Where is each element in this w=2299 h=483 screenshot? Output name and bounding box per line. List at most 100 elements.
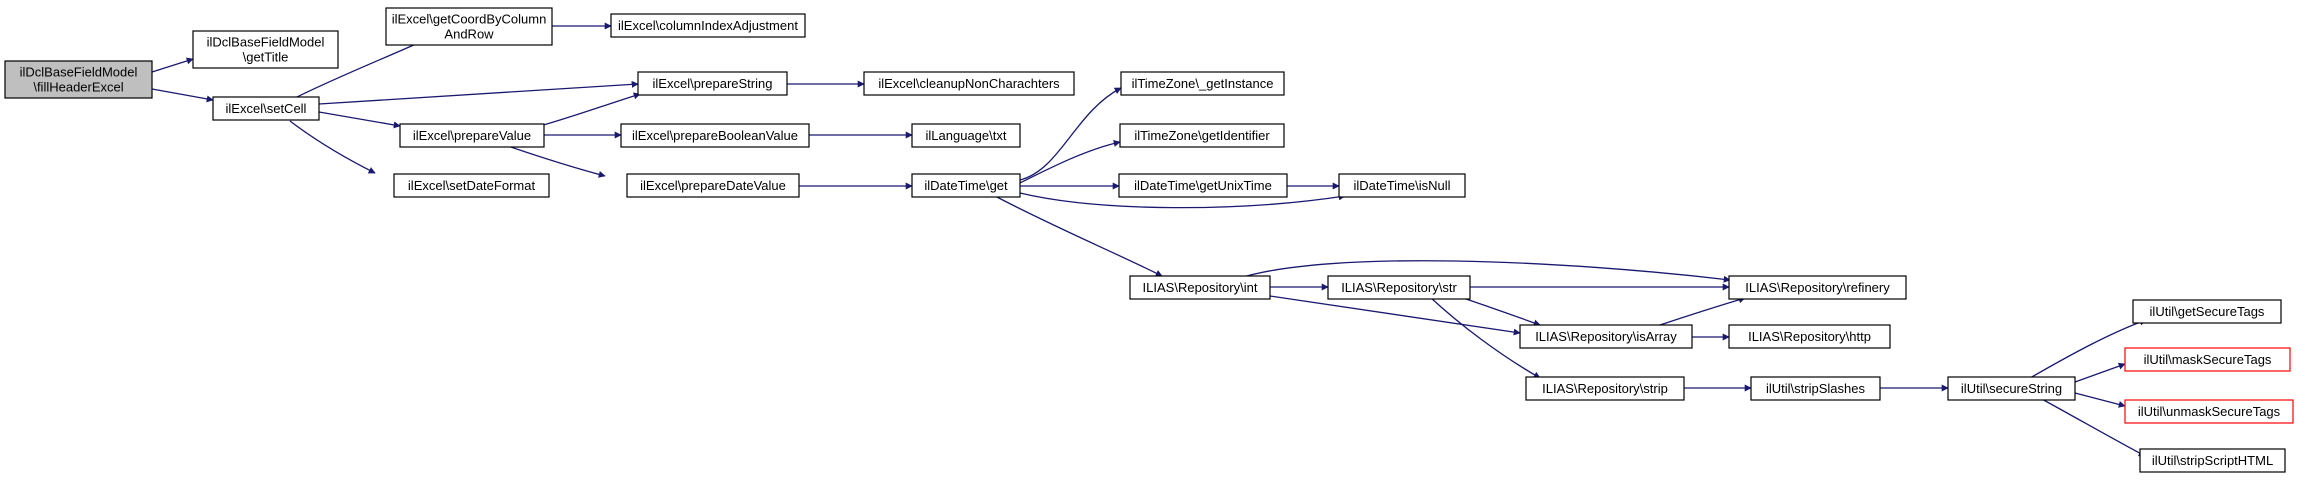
node-setcell[interactable]: ilExcel\setCell: [212, 96, 320, 121]
node-box: [911, 173, 1021, 198]
edge-repostr-repoisarr: [1459, 296, 1541, 327]
node-label: ilExcel\prepareBooleanValue: [632, 128, 798, 143]
node-label: ILIAS\Repository\int: [1143, 280, 1258, 295]
node-label: ilExcel\prepareString: [653, 76, 773, 91]
node-label: ilUtil\maskSecureTags: [2144, 352, 2272, 367]
node-prepbool[interactable]: ilExcel\prepareBooleanValue: [620, 123, 810, 148]
node-colidx[interactable]: ilExcel\columnIndexAdjustment: [610, 13, 806, 38]
node-label: ilUtil\stripSlashes: [1766, 381, 1865, 396]
node-box: [4, 60, 153, 99]
nodes: ilDclBaseFieldModel\fillHeaderExcel ilDc…: [4, 7, 2294, 473]
node-label: ilDclBaseFieldModel: [207, 35, 325, 50]
node-unixtime[interactable]: ilDateTime\getUnixTime: [1118, 173, 1288, 198]
edge-dtget-tzinst: [1019, 87, 1122, 181]
node-label: ilExcel\prepareDateValue: [640, 178, 786, 193]
edge-repoisarr-reporef: [1659, 296, 1746, 326]
node-box: [393, 173, 550, 198]
node-label: ILIAS\Repository\http: [1748, 329, 1871, 344]
edge-dtget-repoint: [994, 195, 1163, 277]
edge-dtget-tzid: [1019, 139, 1121, 184]
node-box: [863, 71, 1075, 96]
node-label: ilExcel\cleanupNonCharachters: [878, 76, 1060, 91]
node-tzinst[interactable]: ilTimeZone\_getInstance: [1120, 71, 1285, 96]
node-root[interactable]: ilDclBaseFieldModel\fillHeaderExcel: [4, 60, 153, 99]
node-tzid[interactable]: ilTimeZone\getIdentifier: [1119, 123, 1285, 148]
node-label: ilTimeZone\getIdentifier: [1134, 128, 1270, 143]
node-prepstr[interactable]: ilExcel\prepareString: [637, 71, 788, 96]
node-box: [626, 173, 800, 198]
node-box: [1327, 275, 1471, 300]
node-box: [1119, 123, 1285, 148]
node-label: ilUtil\unmaskSecureTags: [2138, 404, 2281, 419]
node-box: [1750, 376, 1881, 401]
node-stripsl[interactable]: ilUtil\stripSlashes: [1750, 376, 1881, 401]
node-box: [385, 7, 553, 46]
node-box: [1519, 324, 1693, 349]
node-label: ILIAS\Repository\refinery: [1745, 280, 1890, 295]
node-label: \getTitle: [243, 50, 289, 65]
node-label: ilExcel\columnIndexAdjustment: [618, 18, 798, 33]
node-box: [1525, 376, 1685, 401]
node-label: ilDclBaseFieldModel: [20, 65, 138, 80]
node-prepval[interactable]: ilExcel\prepareValue: [399, 123, 545, 148]
node-label: ilDateTime\getUnixTime: [1134, 178, 1272, 193]
edge-securestr-stripscript: [2039, 397, 2146, 457]
node-label: ilUtil\getSecureTags: [2150, 304, 2265, 319]
node-label: AndRow: [444, 27, 494, 42]
node-securestr[interactable]: ilUtil\secureString: [1947, 376, 2076, 401]
edge-root-setcell: [151, 88, 214, 103]
edge-prepval-prepstr: [539, 92, 641, 127]
node-label: ILIAS\Repository\isArray: [1535, 329, 1677, 344]
node-box: [911, 123, 1021, 148]
node-box: [610, 13, 806, 38]
node-reporef[interactable]: ILIAS\Repository\refinery: [1728, 275, 1907, 300]
edge-prepval-prepdate: [504, 144, 606, 178]
edge-setcell-getcoord: [294, 39, 426, 99]
node-repoint[interactable]: ILIAS\Repository\int: [1129, 275, 1271, 300]
node-repoisarr[interactable]: ILIAS\Repository\isArray: [1519, 324, 1693, 349]
edge-securestr-unmasksec: [2074, 392, 2126, 408]
node-label: ilTimeZone\_getInstance: [1132, 76, 1274, 91]
node-unmasksec[interactable]: ilUtil\unmaskSecureTags: [2124, 399, 2294, 424]
node-label: ilLanguage\txt: [926, 128, 1007, 143]
node-box: [2132, 299, 2282, 324]
edge-repoint-repoisarr: [1269, 295, 1521, 336]
node-setdatefmt[interactable]: ilExcel\setDateFormat: [393, 173, 550, 198]
node-label: ILIAS\Repository\str: [1341, 280, 1457, 295]
node-label: ilDateTime\isNull: [1353, 178, 1450, 193]
node-langtxt[interactable]: ilLanguage\txt: [911, 123, 1021, 148]
node-box: [1118, 173, 1288, 198]
edge-repoint-reporef: [1239, 260, 1731, 283]
node-repostrip[interactable]: ILIAS\Repository\strip: [1525, 376, 1685, 401]
edges: [151, 22, 2147, 457]
node-label: \fillHeaderExcel: [33, 80, 123, 95]
node-box: [1947, 376, 2076, 401]
node-getsectags[interactable]: ilUtil\getSecureTags: [2132, 299, 2282, 324]
node-repohttp[interactable]: ILIAS\Repository\http: [1728, 324, 1891, 349]
node-box: [2139, 448, 2286, 473]
node-isnull[interactable]: ilDateTime\isNull: [1338, 173, 1466, 198]
node-gettitle[interactable]: ilDclBaseFieldModel\getTitle: [192, 30, 339, 69]
node-repostr[interactable]: ILIAS\Repository\str: [1327, 275, 1471, 300]
node-cleanup[interactable]: ilExcel\cleanupNonCharachters: [863, 71, 1075, 96]
edge-dtget-isnull: [1019, 192, 1346, 209]
node-label: ilExcel\getCoordByColumn: [392, 12, 547, 27]
edge-root-gettitle: [151, 57, 194, 73]
node-stripscript[interactable]: ilUtil\stripScriptHTML: [2139, 448, 2286, 473]
node-box: [192, 30, 339, 69]
node-box: [2124, 399, 2294, 424]
edge-securestr-getsectags: [2029, 318, 2147, 379]
node-box: [2124, 347, 2291, 372]
node-box: [1129, 275, 1271, 300]
node-masksec[interactable]: ilUtil\maskSecureTags: [2124, 347, 2291, 372]
edge-setcell-setdatefmt: [289, 120, 376, 174]
node-label: ilExcel\setCell: [226, 101, 307, 116]
node-box: [1728, 324, 1891, 349]
node-label: ilUtil\secureString: [1961, 381, 2062, 396]
node-dtget[interactable]: ilDateTime\get: [911, 173, 1021, 198]
node-prepdate[interactable]: ilExcel\prepareDateValue: [626, 173, 800, 198]
node-label: ilDateTime\get: [924, 178, 1008, 193]
node-box: [399, 123, 545, 148]
